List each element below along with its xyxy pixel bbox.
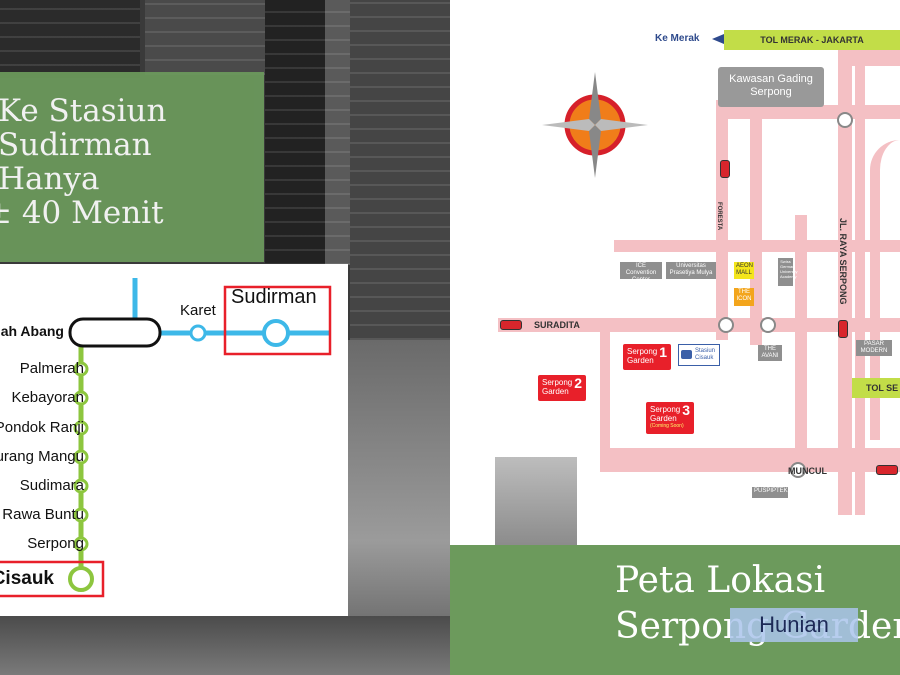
aeon-mall-label: AEON MALL	[734, 262, 754, 279]
foresta-road-label: FORESTA	[716, 202, 722, 231]
station-label-pondok-ranji: Pondok Ranji	[0, 419, 84, 436]
car-icon	[500, 320, 522, 330]
road	[838, 40, 852, 515]
footer-title-line-1: Peta Lokasi	[615, 560, 826, 601]
kawasan-gading-serpong-label: Kawasan Gading Serpong	[718, 67, 824, 107]
building-photo	[145, 0, 265, 75]
headline-line-2: Sudirman	[0, 127, 152, 163]
station-label-rawa-buntu: Rawa Buntu	[2, 506, 84, 523]
road	[870, 140, 900, 440]
car-icon	[838, 320, 848, 338]
station-label-palmerah: Palmerah	[19, 360, 84, 377]
station-dot	[73, 536, 89, 552]
krl-route-card: Sudirman Karet Tanah Abang Palmerah Keba…	[0, 264, 348, 616]
station-label-jurang-mangu: Jurang Mangu	[0, 448, 84, 465]
cisauk-station-dot	[68, 566, 94, 592]
the-icon-label: THE ICON	[734, 288, 754, 306]
serpong-garden-3-number: 3	[682, 402, 690, 418]
bottom-photo	[0, 616, 450, 675]
road	[600, 318, 610, 458]
suradita-road-label: SURADITA	[534, 320, 580, 330]
serpong-garden-1-label: Serpong Garden 1	[623, 344, 671, 370]
karet-label: Karet	[180, 302, 216, 319]
pasar-modern-label: PASAR MODERN	[856, 340, 892, 356]
car-icon	[720, 160, 730, 178]
krl-route-diagram	[0, 278, 332, 598]
left-poster-panel: Ke Stasiun Sudirman Hanya ± 40 Menit	[0, 0, 450, 675]
serpong-garden-2-text: Serpong Garden	[542, 378, 573, 396]
karet-station-dot	[189, 324, 207, 342]
road	[600, 448, 900, 472]
compass-rose-icon	[542, 72, 648, 178]
cisauk-label: Cisauk	[0, 568, 54, 589]
tanah-abang-interchange	[68, 317, 162, 348]
roundabout	[790, 462, 806, 478]
station-dot	[73, 507, 89, 523]
tol-se-label: TOL SE	[852, 378, 900, 398]
car-icon	[876, 465, 898, 475]
cisauk-highlight-box	[0, 560, 105, 598]
univ-label: Universitas Prasetiya Mulya	[666, 262, 716, 279]
academy-label: Swiss German University Academy	[778, 258, 798, 286]
building-photo	[325, 0, 350, 265]
serpong-garden-1-text: Serpong Garden	[627, 347, 658, 365]
serpong-garden-2-label: Serpong Garden 2	[538, 375, 586, 401]
road-suradita	[498, 318, 900, 332]
serpong-garden-3-label: Serpong Garden 3 (Coming Soon)	[646, 402, 694, 434]
sudirman-label: Sudirman	[231, 286, 317, 308]
station-label-kebayoran: Kebayoran	[11, 389, 84, 406]
headline-box: Ke Stasiun Sudirman Hanya ± 40 Menit	[0, 72, 264, 262]
station-dot	[73, 478, 89, 494]
serpong-garden-2-number: 2	[574, 375, 582, 391]
sudirman-highlight-box	[223, 285, 332, 356]
hunian-watermark: Hunian	[730, 608, 858, 642]
right-map-panel: TOL MERAK - JAKARTA Ke Merak TOL SE Kawa…	[450, 0, 900, 675]
station-label-serpong: Serpong	[27, 535, 84, 552]
muncul-road-label: MUNCUL	[788, 466, 827, 476]
road	[795, 215, 807, 470]
roundabout	[718, 317, 734, 333]
headline-line-1: Ke Stasiun	[0, 93, 167, 129]
roundabout	[837, 112, 853, 128]
serpong-garden-3-text: Serpong Garden	[650, 405, 681, 423]
roundabout	[760, 317, 776, 333]
stasiun-cisauk-label: Stasiun Cisauk	[678, 344, 720, 366]
building-photo	[350, 0, 450, 340]
tanah-abang-text: Tanah Abang	[0, 323, 64, 339]
road	[855, 40, 865, 515]
coming-soon-label: (Coming Soon)	[650, 423, 684, 429]
building-photo	[265, 0, 325, 265]
headline-line-4: ± 40 Menit	[0, 195, 164, 231]
station-dot	[73, 361, 89, 377]
building-photo	[0, 0, 140, 80]
arrow-left-icon	[712, 34, 724, 44]
ice-label: ICE Convention Center	[620, 262, 662, 283]
station-dot	[73, 390, 89, 406]
toll-merak-jakarta-label: TOL MERAK - JAKARTA	[724, 30, 900, 50]
serpong-garden-1-number: 1	[659, 344, 667, 360]
station-dot	[73, 449, 89, 465]
ke-merak-label: Ke Merak	[655, 33, 700, 44]
station-dot	[73, 420, 89, 436]
road	[750, 105, 762, 345]
station-label-sudimara: Sudimara	[19, 477, 84, 494]
tanah-abang-label: Tanah Abang	[0, 323, 64, 339]
headline-line-3: Hanya	[0, 161, 100, 197]
raya-serpong-road-label: JL. RAYA SERPONG	[838, 218, 848, 305]
sudirman-station-dot	[262, 319, 290, 347]
the-avani-label: THE AVANI	[758, 345, 782, 361]
road	[716, 105, 900, 119]
train-icon	[681, 350, 692, 359]
stasiun-cisauk-text: Stasiun Cisauk	[695, 348, 716, 361]
puspiptek-label: PUSPIPTEK	[752, 487, 788, 498]
road	[614, 240, 900, 252]
